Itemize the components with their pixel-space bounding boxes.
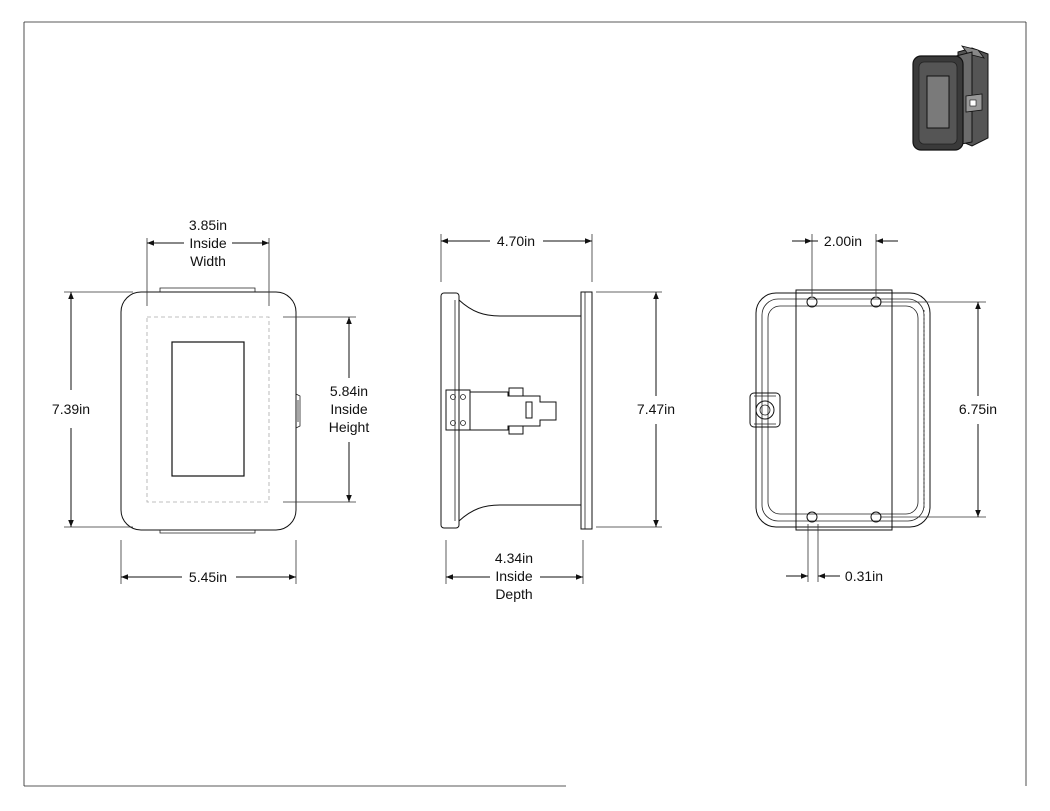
hole-spacing-vertical-value: 6.75in <box>959 401 997 417</box>
inside-height-label-2: Height <box>329 419 370 435</box>
inside-depth-label-1: Inside <box>495 568 533 584</box>
front-view: 3.85in Inside Width 7.39in 5.84in Inside… <box>52 217 369 585</box>
side-view: 4.70in 7.47in 4.34in Inside Depth <box>440 233 675 602</box>
back-view: 2.00in 6.75in 0.31in <box>749 233 997 584</box>
inside-width-label-2: Width <box>190 253 226 269</box>
flange-offset-value: 0.31in <box>845 568 883 584</box>
overall-height-front-value: 7.39in <box>52 401 90 417</box>
inside-width-value: 3.85in <box>189 217 227 233</box>
isometric-thumbnail <box>912 45 989 151</box>
overall-width-value: 5.45in <box>189 569 227 585</box>
inside-height-label-1: Inside <box>330 401 368 417</box>
inside-width-label-1: Inside <box>189 235 227 251</box>
overall-depth-value: 4.70in <box>497 233 535 249</box>
drawing-border <box>23 21 1027 787</box>
inside-depth-label-2: Depth <box>495 586 532 602</box>
inside-height-value: 5.84in <box>330 383 368 399</box>
inside-depth-value: 4.34in <box>495 550 533 566</box>
hole-spacing-horizontal-value: 2.00in <box>824 233 862 249</box>
overall-height-side-value: 7.47in <box>637 401 675 417</box>
